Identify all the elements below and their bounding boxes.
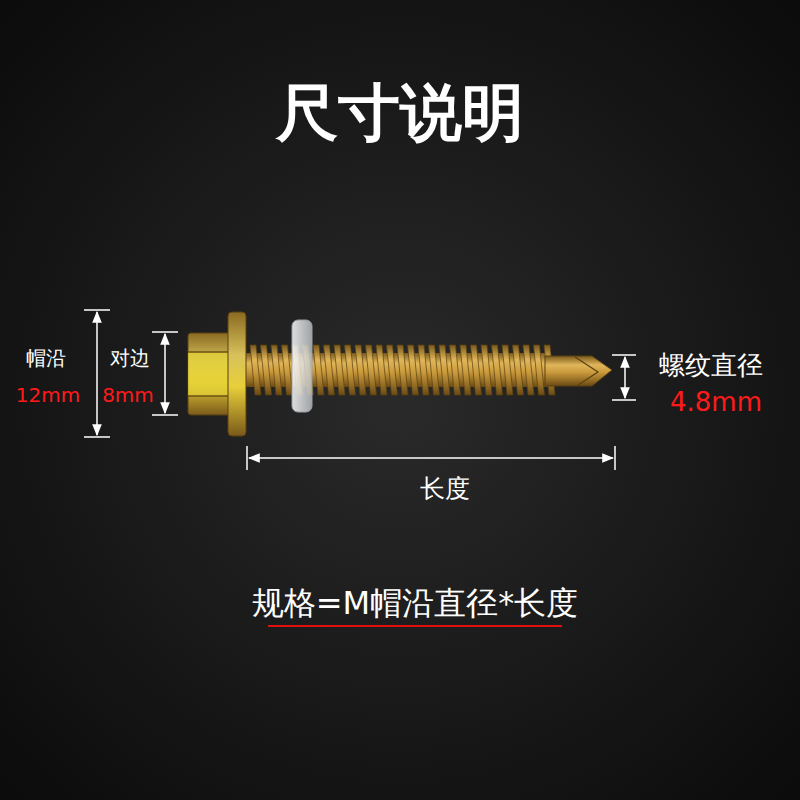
thread-crest <box>271 345 282 395</box>
drill-flute <box>575 357 598 385</box>
washer <box>292 320 312 412</box>
dimension-arrow <box>624 357 626 398</box>
thread-crest <box>366 345 377 395</box>
extension-line <box>246 446 248 470</box>
thread-crest <box>376 345 387 395</box>
dimension-arrow <box>249 457 613 459</box>
caption: 规格=M帽沿直径*长度 <box>252 585 578 622</box>
thread-crest <box>502 345 513 395</box>
extension-line <box>614 446 616 470</box>
thread-crest <box>492 345 503 395</box>
hex-head <box>188 333 232 415</box>
flange <box>228 312 246 436</box>
thread-crest <box>387 345 398 395</box>
dimension-value: 12mm <box>16 384 80 407</box>
hex-edge <box>188 395 232 397</box>
thread-crest <box>313 345 324 395</box>
dimension-value: 8mm <box>102 384 154 407</box>
thread-crest <box>481 345 492 395</box>
thread-crest <box>534 345 545 395</box>
thread-crest <box>345 345 356 395</box>
thread-crest <box>418 345 429 395</box>
thread-crest <box>250 345 261 395</box>
thread-crest <box>408 345 419 395</box>
thread-crest <box>397 345 408 395</box>
extension-line <box>612 399 636 401</box>
hex-edge <box>188 351 232 353</box>
dimension-name: 对边 <box>110 347 150 370</box>
dimension-name: 螺纹直径 <box>659 351 763 381</box>
extension-line <box>152 331 178 333</box>
thread-crest <box>513 345 524 395</box>
dimension-arrow <box>164 334 166 413</box>
dimension-arrow <box>96 312 98 435</box>
hex-flat <box>188 352 232 396</box>
thread-crest <box>460 345 471 395</box>
thread-crest <box>324 345 335 395</box>
thread-crest <box>334 345 345 395</box>
thread-crest <box>471 345 482 395</box>
thread-crest <box>282 345 293 395</box>
extension-line <box>84 309 110 311</box>
thread-crest <box>261 345 272 395</box>
thread-crest <box>355 345 366 395</box>
extension-line <box>152 414 178 416</box>
dimension-lines <box>84 310 636 470</box>
thread-crest <box>450 345 461 395</box>
thread-crest <box>429 345 440 395</box>
extension-line <box>84 436 110 438</box>
underline <box>268 625 562 627</box>
dimension-name: 长度 <box>420 475 470 504</box>
drill-tip <box>545 356 612 386</box>
extension-line <box>612 354 636 356</box>
thread-crest <box>439 345 450 395</box>
title: 尺寸说明 <box>276 77 524 148</box>
dimension-value: 4.8mm <box>670 388 762 418</box>
dimension-name: 帽沿 <box>26 347 66 370</box>
thread-crest <box>523 345 534 395</box>
